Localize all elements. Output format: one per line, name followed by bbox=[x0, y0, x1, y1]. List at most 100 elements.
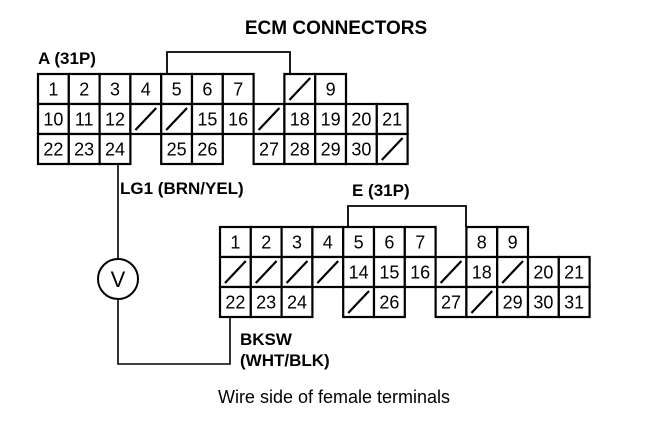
connector-a-pin-cell bbox=[160, 132, 194, 166]
connector-a-unused-pin bbox=[288, 77, 311, 101]
connector-a-pin-23: 23 bbox=[74, 140, 94, 160]
connector-a-pin-15: 15 bbox=[197, 110, 217, 130]
connector-a-pin-26: 26 bbox=[197, 140, 217, 160]
connector-e-unused-pin bbox=[501, 260, 524, 284]
connector-e-pin-22: 22 bbox=[225, 293, 245, 313]
connector-e-unused-pin bbox=[347, 290, 370, 314]
connector-a-pin-5: 5 bbox=[172, 80, 182, 100]
diagram-title: ECM CONNECTORS bbox=[245, 18, 427, 39]
connector-e-pin-4: 4 bbox=[323, 233, 333, 253]
connector-e-pin-5: 5 bbox=[354, 233, 364, 253]
connector-e-pin-8: 8 bbox=[477, 233, 487, 253]
connector-e-pin-27: 27 bbox=[441, 293, 461, 313]
connector-e-pin-21: 21 bbox=[564, 263, 584, 283]
connector-a-pin-22: 22 bbox=[43, 140, 63, 160]
connector-e-pin-29: 29 bbox=[503, 293, 523, 313]
connector-e-pin-6: 6 bbox=[384, 233, 394, 253]
connector-a-pin-7: 7 bbox=[233, 80, 243, 100]
connector-a-pin-cell bbox=[314, 72, 348, 106]
connector-a-pin-10: 10 bbox=[43, 110, 63, 130]
connector-e-pin-cell bbox=[526, 255, 560, 289]
wire-bksw bbox=[117, 300, 231, 365]
connector-a-pin-cell bbox=[221, 102, 255, 136]
connector-a-pin-30: 30 bbox=[351, 140, 371, 160]
connector-e-unused-pin bbox=[470, 290, 493, 314]
connector-a-pin-2: 2 bbox=[79, 80, 89, 100]
connector-e-pin-16: 16 bbox=[410, 263, 430, 283]
connector-e-unused-pin bbox=[224, 260, 247, 284]
connector-e-lock-bracket bbox=[347, 205, 467, 227]
connector-a-pin-20: 20 bbox=[351, 110, 371, 130]
connector-a-pin-21: 21 bbox=[382, 110, 402, 130]
connector-a-pin-cell bbox=[98, 132, 132, 166]
connector-e-pin-24: 24 bbox=[287, 293, 307, 313]
connector-a-pin-cell bbox=[190, 102, 224, 136]
connector-e-pin-3: 3 bbox=[292, 233, 302, 253]
connector-e-pin-cell bbox=[342, 255, 376, 289]
connector-e-pin-15: 15 bbox=[379, 263, 399, 283]
connector-a-label: A (31P) bbox=[38, 49, 96, 68]
connector-e-pin-cell bbox=[280, 285, 314, 319]
connector-e-pin-cell bbox=[557, 255, 591, 289]
connector-a-pin-6: 6 bbox=[202, 80, 212, 100]
connector-e-pin-cell bbox=[434, 285, 468, 319]
connector-e-pin-cell bbox=[403, 255, 437, 289]
connector-e-pin-cell bbox=[372, 255, 406, 289]
connector-a-unused-pin bbox=[381, 137, 404, 161]
connector-e-unused-pin bbox=[316, 260, 339, 284]
connector-a-pin-1: 1 bbox=[48, 80, 58, 100]
connector-a-pin-cell bbox=[252, 132, 286, 166]
connector-e-unused-pin bbox=[439, 260, 463, 284]
connector-a-pin-29: 29 bbox=[321, 140, 341, 160]
connector-e-pin-31: 31 bbox=[564, 293, 584, 313]
connector-e-unused-pin bbox=[285, 260, 309, 284]
connector-e-pin-2: 2 bbox=[261, 233, 271, 253]
voltmeter-symbol: V bbox=[111, 267, 126, 292]
connector-a-pin-27: 27 bbox=[259, 140, 279, 160]
connector-a-pin-28: 28 bbox=[290, 140, 310, 160]
connector-e-pin-cell bbox=[249, 285, 283, 319]
connector-a-pin-12: 12 bbox=[105, 110, 125, 130]
connector-e-pin-9: 9 bbox=[508, 233, 518, 253]
connector-e-pin-30: 30 bbox=[533, 293, 553, 313]
connector-a-pin-3: 3 bbox=[110, 80, 120, 100]
connector-e-pin-18: 18 bbox=[472, 263, 492, 283]
connector-e-pin-cell bbox=[496, 225, 530, 259]
connector-e-pin-20: 20 bbox=[533, 263, 553, 283]
connector-a-unused-pin bbox=[134, 107, 157, 131]
connector-a-pin-9: 9 bbox=[326, 80, 336, 100]
connector-e-pin-cell bbox=[403, 225, 437, 259]
wire-bksw-label: BKSW bbox=[240, 330, 293, 349]
connector-a-pin-18: 18 bbox=[290, 110, 310, 130]
connector-e-pin-7: 7 bbox=[415, 233, 425, 253]
connector-a-pin-cell bbox=[314, 132, 348, 166]
connector-a-pin-cell bbox=[67, 102, 101, 136]
connector-a-pin-4: 4 bbox=[141, 80, 151, 100]
diagram-caption: Wire side of female terminals bbox=[218, 387, 450, 407]
connector-e-pin-cell bbox=[557, 285, 591, 319]
connector-a-pin-24: 24 bbox=[105, 140, 125, 160]
connector-a-unused-pin bbox=[165, 107, 188, 131]
connector-a-pin-cell bbox=[36, 132, 70, 166]
connector-a-pin-11: 11 bbox=[75, 110, 94, 130]
connector-e-label: E (31P) bbox=[352, 181, 410, 200]
connector-e-pin-23: 23 bbox=[256, 293, 276, 313]
connector-e-pin-cell bbox=[372, 285, 406, 319]
connector-e-pin-1: 1 bbox=[230, 233, 240, 253]
connector-e-unused-pin bbox=[255, 260, 278, 284]
connector-a-pin-25: 25 bbox=[167, 140, 187, 160]
connector-a-lock-bracket bbox=[166, 51, 291, 74]
connector-e-pin-14: 14 bbox=[349, 263, 369, 283]
connector-e-pin-26: 26 bbox=[379, 293, 399, 313]
voltmeter-icon: V bbox=[97, 258, 139, 300]
connector-a-pin-cell bbox=[344, 132, 378, 166]
connector-a-pin-cell bbox=[190, 132, 224, 166]
connector-a-pin-19: 19 bbox=[321, 110, 341, 130]
connector-a-pin-cell bbox=[314, 102, 348, 136]
connector-a-unused-pin bbox=[257, 107, 281, 131]
connector-e-pin-cell bbox=[218, 285, 252, 319]
connector-a-pin-16: 16 bbox=[228, 110, 248, 130]
